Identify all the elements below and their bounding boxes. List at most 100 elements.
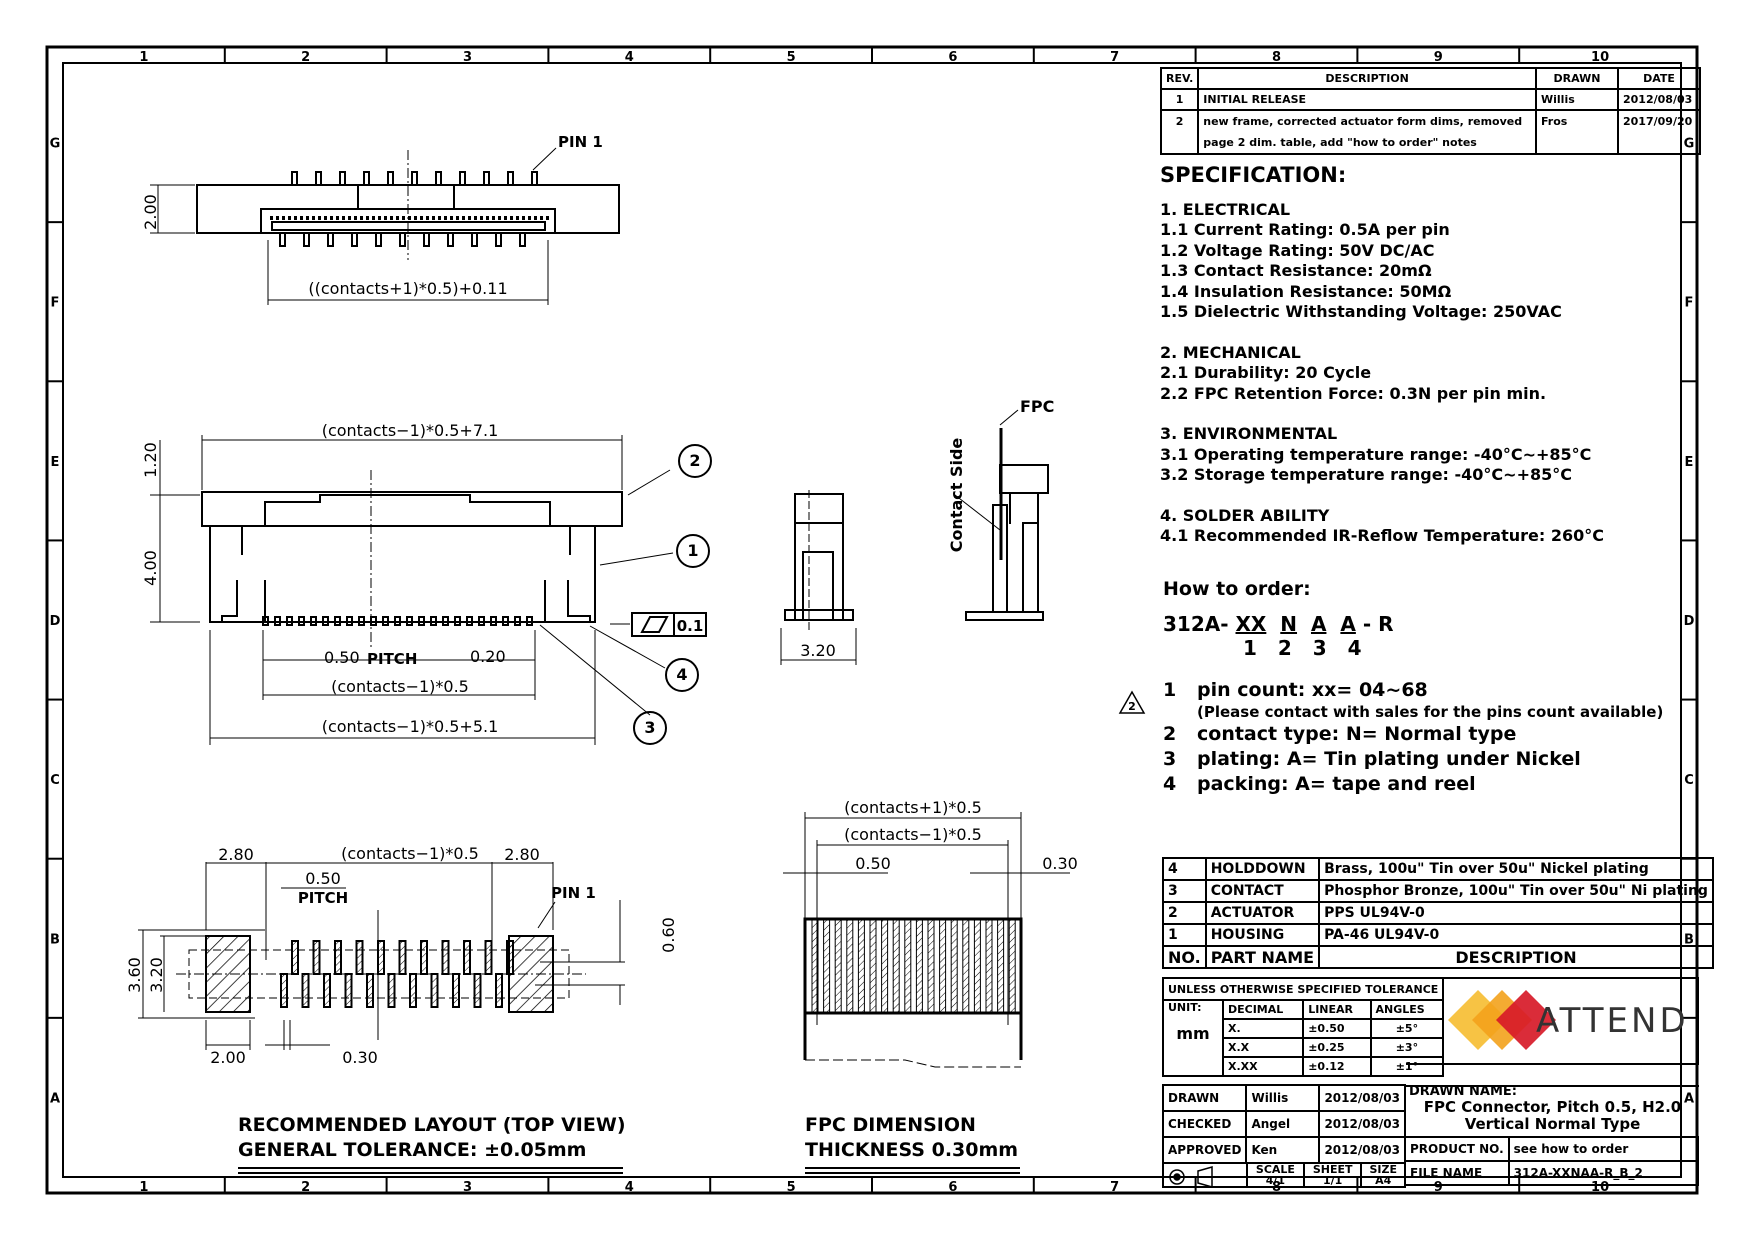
fpc-trace bbox=[869, 919, 877, 1013]
layout-caption-line1: RECOMMENDED LAYOUT (TOP VIEW) bbox=[238, 1114, 626, 1136]
layout-pitch-label: PITCH bbox=[298, 889, 348, 907]
logo-box: ATTEND bbox=[1406, 977, 1699, 1065]
layout-outer-height-dim: 3.60 bbox=[125, 957, 144, 993]
pin bbox=[495, 232, 502, 247]
top-view-width-dim: ((contacts+1)*0.5)+0.11 bbox=[308, 279, 507, 298]
fpc-trace bbox=[881, 919, 889, 1013]
zone-row-label: E bbox=[1685, 455, 1694, 470]
spec-section-environmental: 3. ENVIRONMENTAL 3.1 Operating temperatu… bbox=[1160, 424, 1592, 484]
layout-view bbox=[138, 862, 625, 1050]
pin bbox=[447, 232, 454, 247]
side-view bbox=[780, 490, 857, 665]
fpc-outer-dim: (contacts+1)*0.5 bbox=[844, 798, 982, 817]
zone-column-label: 6 bbox=[948, 50, 957, 65]
balloon-1: 1 bbox=[687, 541, 698, 560]
scale-value: 4/1 bbox=[1265, 1174, 1286, 1187]
fpc-caption: FPC DIMENSION THICKNESS 0.30mm bbox=[805, 1113, 1020, 1174]
zone-column-label: 3 bbox=[463, 1180, 472, 1195]
tolerance-table: UNLESS OTHERWISE SPECIFIED TOLERANCE UNI… bbox=[1161, 977, 1445, 1077]
balloon-2: 2 bbox=[689, 451, 700, 470]
attend-logo-icon bbox=[1448, 990, 1556, 1050]
zone-column-label: 7 bbox=[1110, 50, 1119, 65]
pin bbox=[399, 232, 406, 247]
pin bbox=[531, 171, 538, 186]
pad bbox=[355, 940, 364, 975]
pin bbox=[514, 616, 521, 626]
front-base-dim: (contacts−1)*0.5+5.1 bbox=[322, 717, 499, 736]
zone-column-label: 8 bbox=[1272, 50, 1281, 65]
svg-text:2: 2 bbox=[1128, 700, 1136, 713]
pad bbox=[473, 973, 482, 1008]
zone-column-label: 1 bbox=[139, 1180, 148, 1195]
pin bbox=[322, 616, 329, 626]
drawn-name: FPC Connector, Pitch 0.5, H2.0 Vertical … bbox=[1423, 1098, 1682, 1133]
pin bbox=[375, 232, 382, 247]
rev-date-header: DATE bbox=[1617, 67, 1701, 90]
pin bbox=[315, 171, 322, 186]
company-name: ATTEND bbox=[1536, 1001, 1689, 1041]
spec-section-solder: 4. SOLDER ABILITY 4.1 Recommended IR-Ref… bbox=[1160, 505, 1604, 546]
front-contact-width-dim: 0.20 bbox=[470, 647, 506, 666]
pin bbox=[490, 616, 497, 626]
balloon-3: 3 bbox=[644, 718, 655, 737]
layout-gap-dim: 0.60 bbox=[659, 917, 678, 953]
fpc-trace bbox=[904, 919, 912, 1013]
fpc-trace bbox=[997, 919, 1005, 1013]
fpc-trace bbox=[962, 919, 970, 1013]
pad bbox=[377, 940, 385, 975]
pin bbox=[507, 171, 514, 186]
zone-row-label: F bbox=[51, 296, 60, 311]
pin bbox=[327, 232, 334, 247]
front-height-main-dim: 4.00 bbox=[141, 550, 160, 586]
zone-column-label: 5 bbox=[787, 50, 796, 65]
front-overall-dim: (contacts−1)*0.5+7.1 bbox=[322, 421, 499, 440]
pad bbox=[506, 940, 514, 975]
zone-row-label: G bbox=[50, 137, 61, 152]
pin bbox=[291, 171, 298, 186]
fpc-caption-line1: FPC DIMENSION bbox=[805, 1114, 976, 1136]
pin bbox=[526, 616, 533, 626]
front-pitch-dim: 0.50 bbox=[324, 648, 360, 667]
zone-row-label: F bbox=[1685, 296, 1694, 311]
zone-row-label: A bbox=[50, 1091, 60, 1106]
pin bbox=[382, 616, 389, 626]
fpc-trace bbox=[811, 919, 819, 1013]
fpc-caption-line2: THICKNESS 0.30mm bbox=[805, 1139, 1019, 1161]
pin bbox=[334, 616, 341, 626]
pin bbox=[279, 232, 286, 247]
pad bbox=[334, 940, 342, 975]
pin bbox=[423, 232, 430, 247]
pin bbox=[471, 232, 478, 247]
zone-column-label: 3 bbox=[463, 50, 472, 65]
fpc-trace bbox=[939, 919, 947, 1013]
layout-caption-line2: GENERAL TOLERANCE: ±0.05mm bbox=[238, 1139, 587, 1161]
zone-column-label: 5 bbox=[787, 1180, 796, 1195]
layout-span-dim: (contacts−1)*0.5 bbox=[341, 844, 479, 863]
balloon-4: 4 bbox=[676, 665, 687, 684]
pad bbox=[280, 973, 288, 1008]
revision-row: 1 INITIAL RELEASE Willis 2012/08/03 bbox=[1159, 88, 1701, 111]
zone-column-label: 10 bbox=[1591, 50, 1609, 65]
fpc-trace bbox=[823, 919, 831, 1013]
pin bbox=[262, 616, 269, 626]
front-height-top-dim: 1.20 bbox=[141, 442, 160, 478]
pin bbox=[478, 616, 485, 626]
pin bbox=[339, 171, 346, 186]
zone-row-label: B bbox=[50, 932, 60, 947]
fpc-trace bbox=[927, 919, 935, 1013]
pin bbox=[519, 232, 526, 247]
fpc-trace bbox=[846, 919, 854, 1013]
pin bbox=[502, 616, 509, 626]
pad bbox=[420, 940, 428, 975]
pin bbox=[358, 616, 365, 626]
rev-header: REV. bbox=[1159, 67, 1200, 90]
zone-row-label: C bbox=[50, 773, 60, 788]
